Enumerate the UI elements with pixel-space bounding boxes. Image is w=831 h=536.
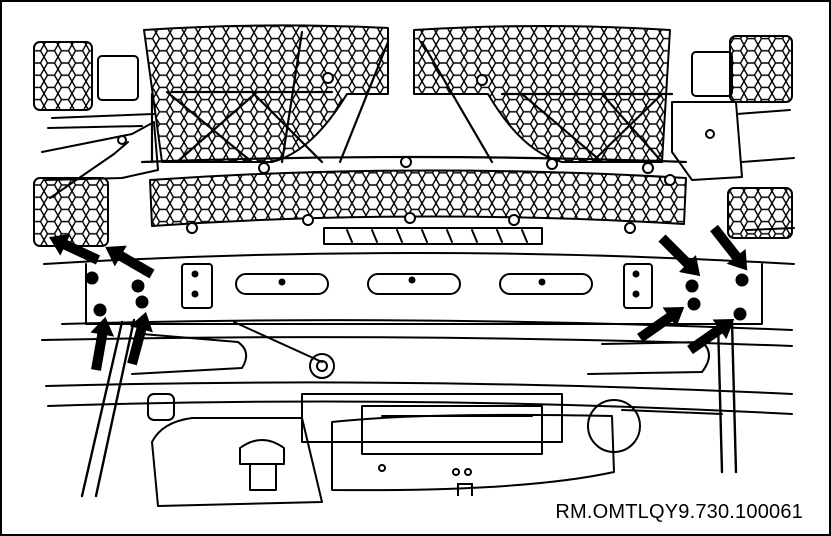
arrow-icon xyxy=(49,233,101,265)
upper-cross-member xyxy=(323,227,543,245)
bolt-right-lower xyxy=(733,307,747,321)
bolt-left-inner-upper xyxy=(131,279,145,293)
arrow-icon xyxy=(105,245,155,279)
grille-clips xyxy=(186,72,676,234)
arrow-icon xyxy=(637,307,685,343)
hood-support-struts xyxy=(80,318,738,498)
arrow-icon xyxy=(710,224,748,271)
bolt-right-upper xyxy=(735,273,749,287)
right-lamp-tab xyxy=(691,51,733,97)
left-side-member xyxy=(41,113,159,199)
left-lamp-tab xyxy=(97,55,139,101)
left-side-mesh xyxy=(33,41,109,247)
right-side-mesh xyxy=(727,35,793,239)
arrow-icon xyxy=(687,319,735,355)
reservoir-cap xyxy=(239,439,285,491)
reinforcement-bolts xyxy=(85,270,749,321)
bumper-reinforcement-beam xyxy=(41,252,795,347)
arrow-icon xyxy=(127,311,153,366)
bolt-left-upper xyxy=(85,271,99,285)
bolt-right-inner-upper xyxy=(685,279,699,293)
bolt-left-inner-lower xyxy=(135,295,149,309)
reference-code: RM.OMTLQY9.730.100061 xyxy=(551,501,807,524)
bolt-right-inner-lower xyxy=(687,297,701,311)
lower-grille-mesh xyxy=(149,169,687,227)
bolt-left-lower xyxy=(93,303,107,317)
lower-structure xyxy=(45,321,793,507)
grille-bracing xyxy=(140,30,688,164)
arrow-icon xyxy=(658,234,701,277)
arrow-icon xyxy=(90,316,115,371)
right-side-member xyxy=(671,101,795,231)
